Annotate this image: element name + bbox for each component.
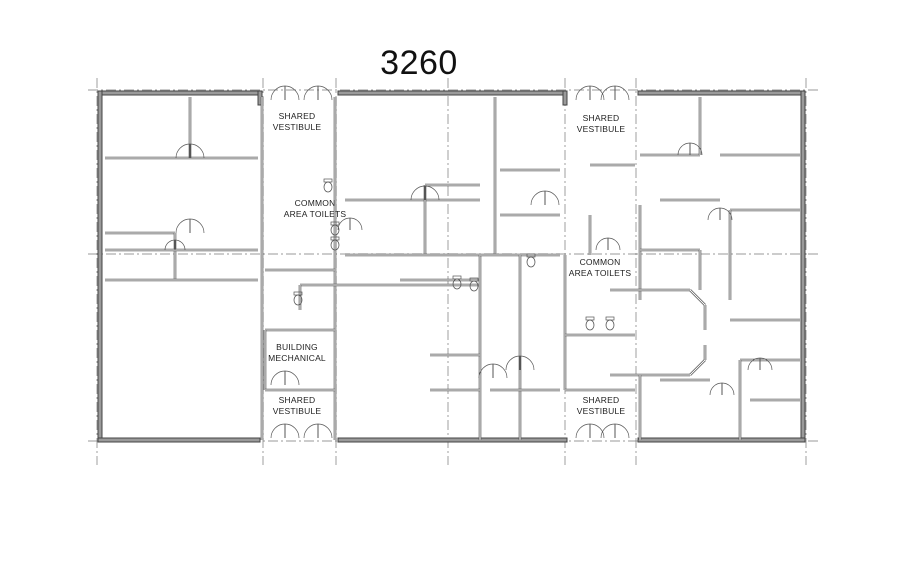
door-swings [164, 85, 773, 439]
grid-lines [88, 78, 818, 465]
door-swing-arc [303, 423, 319, 439]
door-swing-arc [600, 85, 616, 101]
door-swing-arc [589, 85, 605, 101]
room-label-shared-vestibule-top-left: SHARED VESTIBULE [272, 111, 322, 132]
door-swing-arc [189, 143, 205, 159]
door-swing-arc [595, 237, 609, 251]
room-label-shared-vestibule-top-right: SHARED VESTIBULE [576, 113, 626, 134]
door-swing-arc [759, 357, 773, 371]
door-swing-arc [505, 355, 521, 371]
door-swing-arc [519, 355, 535, 371]
door-swing-arc [677, 142, 691, 156]
exterior-walls [97, 90, 806, 443]
door-swing-arc [614, 85, 630, 101]
toilet-icon [585, 319, 595, 331]
room-label-shared-vestibule-bottom-left: SHARED VESTIBULE [272, 395, 322, 416]
plumbing-fixtures [293, 178, 615, 331]
floor-plan-title: 3260 [380, 44, 458, 82]
door-swing-arc [303, 85, 319, 101]
door-swing-arc [349, 217, 363, 231]
door-swing-arc [721, 382, 735, 396]
door-swing-arc [492, 363, 508, 379]
door-swing-arc [478, 363, 494, 379]
door-swing-arc [284, 423, 300, 439]
door-swing-arc [600, 423, 616, 439]
door-swing-arc [589, 423, 605, 439]
door-swing-arc [337, 217, 351, 231]
door-swing-arc [270, 423, 286, 439]
door-swing-arc [575, 85, 591, 101]
door-swing-arc [707, 207, 721, 221]
door-swing-arc [189, 218, 205, 234]
room-label-building-mechanical: BUILDING MECHANICAL [268, 342, 326, 363]
door-swing-arc [719, 207, 733, 221]
door-swing-arc [317, 85, 333, 101]
door-swing-arc [410, 185, 426, 201]
door-swing-arc [607, 237, 621, 251]
toilet-icon [605, 319, 615, 331]
door-swing-arc [174, 239, 186, 251]
door-swing-arc [284, 370, 300, 386]
toilet-icon [526, 256, 536, 268]
door-swing-arc [270, 85, 286, 101]
room-label-shared-vestibule-bottom-right: SHARED VESTIBULE [576, 395, 626, 416]
room-label-common-area-toilets-left: COMMON AREA TOILETS [283, 198, 347, 219]
door-swing-arc [544, 190, 560, 206]
interior-walls [105, 97, 800, 440]
door-swing-arc [614, 423, 630, 439]
door-swing-arc [284, 85, 300, 101]
door-swing-arc [530, 190, 546, 206]
door-swing-arc [175, 143, 191, 159]
door-swing-arc [164, 239, 176, 251]
door-swing-arc [317, 423, 333, 439]
toilet-icon [323, 181, 333, 193]
door-swing-arc [270, 370, 286, 386]
door-swing-arc [709, 382, 723, 396]
door-swing-arc [175, 218, 191, 234]
door-swing-arc [689, 142, 703, 156]
door-swing-arc [747, 357, 761, 371]
room-label-common-area-toilets-right: COMMON AREA TOILETS [568, 257, 632, 278]
door-swing-arc [424, 185, 440, 201]
door-swing-arc [575, 423, 591, 439]
